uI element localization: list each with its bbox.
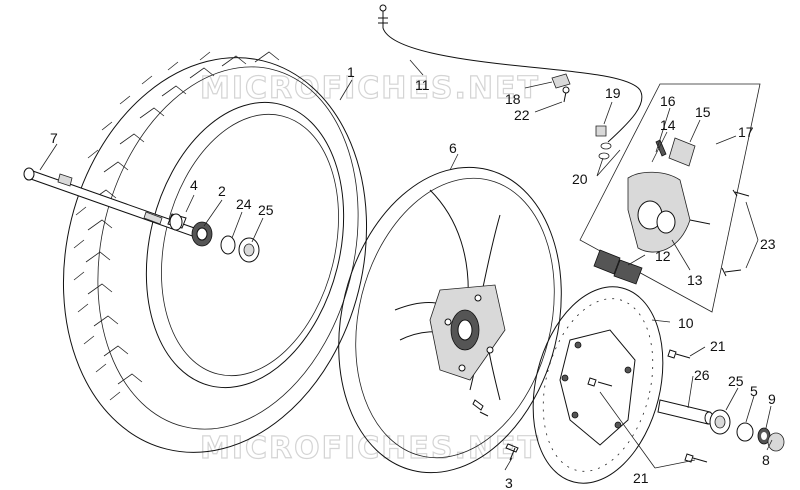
disc-bolts bbox=[587, 349, 708, 463]
label-18: 18 bbox=[505, 91, 521, 107]
label-15: 15 bbox=[695, 104, 711, 120]
label-6: 6 bbox=[449, 140, 457, 156]
tire bbox=[62, 51, 368, 453]
label-10: 10 bbox=[678, 315, 694, 331]
brake-disc bbox=[532, 286, 664, 484]
label-1: 1 bbox=[347, 64, 355, 80]
wheel-rim bbox=[338, 166, 562, 474]
watermark-bottom: MICROFICHES.NET bbox=[200, 431, 540, 466]
bolt-3 bbox=[505, 443, 519, 461]
label-20: 20 bbox=[572, 171, 588, 187]
label-4: 4 bbox=[190, 177, 198, 193]
label-21-upper: 21 bbox=[710, 338, 726, 354]
label-24: 24 bbox=[236, 196, 252, 212]
hose-clip bbox=[551, 73, 571, 103]
label-26: 26 bbox=[694, 367, 710, 383]
banjo-bolt-and-washers bbox=[595, 125, 612, 160]
label-22: 22 bbox=[514, 107, 530, 123]
label-23: 23 bbox=[760, 236, 776, 252]
label-19: 19 bbox=[605, 85, 621, 101]
label-7: 7 bbox=[50, 130, 58, 146]
brake-hose bbox=[378, 4, 643, 143]
label-9: 9 bbox=[768, 391, 776, 407]
label-13: 13 bbox=[687, 272, 703, 288]
label-3: 3 bbox=[505, 475, 513, 490]
label-25-left: 25 bbox=[258, 202, 274, 218]
part-labels: 1 2 3 4 5 6 7 8 9 10 11 12 13 14 15 16 1… bbox=[50, 64, 776, 490]
label-2: 2 bbox=[218, 183, 226, 199]
leader-lines bbox=[39, 59, 773, 471]
label-8: 8 bbox=[762, 452, 770, 468]
label-14: 14 bbox=[660, 117, 676, 133]
caliper-assembly-box bbox=[579, 83, 761, 313]
hub-parts-right bbox=[657, 399, 785, 452]
label-17: 17 bbox=[738, 124, 754, 140]
watermark-top: MICROFICHES.NET bbox=[200, 71, 540, 106]
label-16: 16 bbox=[660, 93, 676, 109]
hub-parts-left bbox=[143, 211, 260, 263]
label-5: 5 bbox=[750, 383, 758, 399]
label-12: 12 bbox=[655, 248, 671, 264]
label-11: 11 bbox=[415, 77, 430, 93]
label-21-lower: 21 bbox=[633, 470, 649, 486]
label-25-right: 25 bbox=[728, 373, 744, 389]
